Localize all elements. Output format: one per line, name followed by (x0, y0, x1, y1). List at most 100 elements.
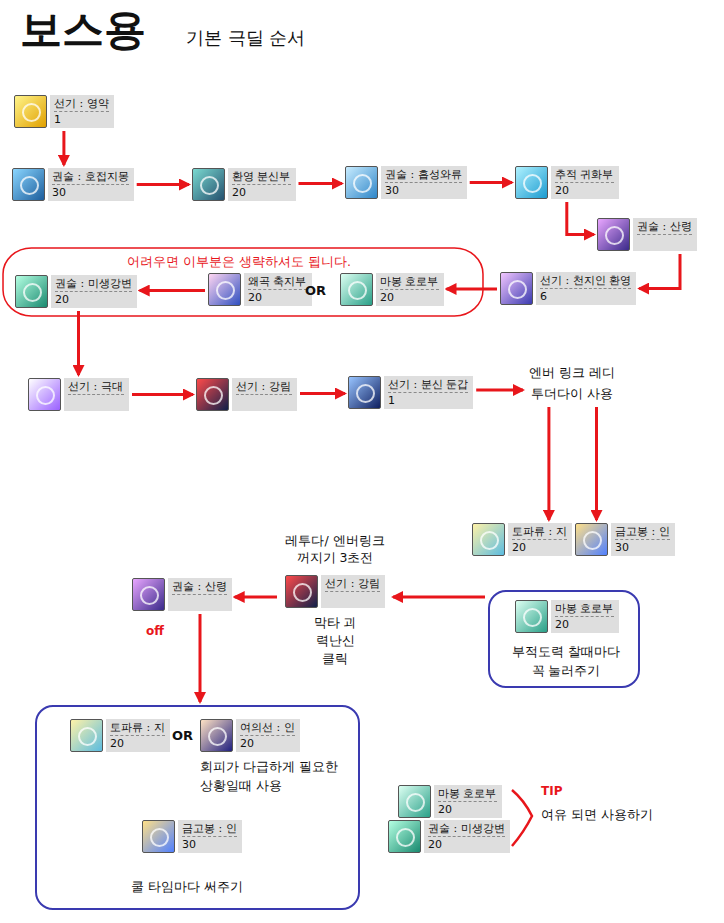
skill-level-row (236, 395, 292, 409)
skill-name: 선기 : 천지인 환영 (540, 274, 631, 287)
skill-name: 마봉 호로부 (380, 275, 439, 288)
flow-arrow (639, 254, 680, 289)
skill-name: 금고봉 : 인 (615, 525, 670, 538)
skill-level: 1 (388, 394, 395, 407)
skill-panel: 여의선 : 인20 (236, 719, 300, 752)
skill-level-row: 1 (388, 393, 468, 407)
skill-level: 30 (52, 186, 66, 199)
skill-icon (515, 166, 548, 199)
skill-level-row: 20 (232, 185, 291, 199)
flow-arrow (470, 181, 512, 184)
icon-glyph (204, 386, 223, 405)
skill-icon (196, 378, 229, 411)
skill-icon (345, 166, 378, 199)
skill-level: 20 (438, 803, 452, 816)
skill-box: 권술 : 호접지몽30 (12, 168, 134, 201)
skill-box: 여의선 : 인20 (200, 719, 300, 752)
skill-panel: 선기 : 분신 둔갑 1 (384, 376, 473, 409)
skill-icon (597, 218, 630, 251)
skill-name-row: 금고봉 : 인 (615, 525, 670, 540)
skill-box: 금고봉 : 인30 (142, 820, 242, 853)
skill-name-row: 권술 : 산령 (172, 580, 227, 595)
skill-level-row: 20 (110, 736, 165, 750)
skill-level-row (637, 235, 692, 249)
icon-glyph (508, 280, 527, 299)
skill-icon (348, 376, 381, 409)
skill-box: 권술 : 산령 (597, 218, 697, 251)
skill-icon (192, 168, 225, 201)
skill-level-row (68, 395, 124, 409)
skill-icon (200, 719, 233, 752)
skill-panel: 추적 귀화부 20 (551, 166, 619, 199)
skill-level-row: 20 (248, 290, 307, 304)
note-group: 부적도력 찰때마다 꼭 눌러주기마봉 호로부20 (488, 590, 640, 688)
skill-panel: 마봉 호로부20 (551, 600, 619, 633)
flow-arrow (137, 183, 189, 186)
skill-panel: 마봉 호로부20 (434, 785, 502, 818)
skill-level: 6 (540, 290, 547, 303)
skill-panel: 마봉 호로부20 (376, 273, 444, 306)
skill-box: 권술 : 미생강변20 (15, 275, 137, 308)
icon-glyph (523, 608, 542, 627)
skill-box: 금고봉 : 인30 (575, 523, 675, 556)
skill-box: 선기 : 극대 (28, 378, 129, 411)
tip-brace (512, 790, 532, 846)
skill-panel: 왜곡 축지부20 (244, 273, 312, 306)
skill-name: 권술 : 산령 (172, 580, 227, 593)
skill-box: 환영 분신부 20 (192, 168, 296, 201)
flow-arrow (199, 614, 202, 702)
icon-glyph (523, 174, 542, 193)
skill-name-row: 환영 분신부 (232, 170, 291, 185)
skill-icon (15, 275, 48, 308)
skill-name: 선기 : 강림 (236, 380, 291, 393)
skill-name-row: 추적 귀화부 (555, 168, 614, 183)
timed-step: 레투다/ 엔버링크 꺼지기 3초전선기 : 강림막타 괴력난신 클릭 (280, 532, 390, 668)
skill-name: 환영 분신부 (232, 170, 291, 183)
icon-glyph (23, 283, 42, 302)
skill-name: 토파류 : 지 (512, 525, 567, 538)
skill-icon (398, 785, 431, 818)
diagram-subtitle: 기본 극딜 순서 (186, 26, 305, 50)
skill-name: 선기 : 강림 (325, 577, 380, 590)
skill-panel: 토파류 : 지20 (508, 523, 572, 556)
step-text: 엔버 링크 레디투더다이 사용 (526, 362, 618, 404)
skill-box: 권술 : 흡성와류30 (345, 166, 467, 199)
skill-box: 마봉 호로부20 (398, 785, 502, 818)
skill-name-row: 권술 : 미생강변 (428, 822, 505, 837)
flow-arrow (547, 407, 550, 520)
skill-level-row: 20 (428, 837, 505, 851)
skill-name: 여의선 : 인 (240, 721, 295, 734)
step-note: 엔버 링크 레디투더다이 사용 (526, 362, 618, 404)
skill-name: 권술 : 미생강변 (428, 822, 505, 835)
skill-name: 선기 : 분신 둔갑 (388, 378, 468, 391)
flow-arrow (77, 311, 80, 375)
skill-level-row: 20 (555, 183, 614, 197)
skill-icon (340, 273, 373, 306)
skill-name: 선기 : 영약 (54, 97, 109, 110)
note-text: 회피가 다급하게 필요한상황일때 사용 (200, 757, 345, 795)
icon-glyph (216, 281, 235, 300)
skill-panel: 권술 : 미생강변20 (51, 275, 137, 308)
annotation: OR (305, 283, 326, 298)
skill-level: 30 (385, 184, 399, 197)
skill-name-row: 마봉 호로부 (380, 275, 439, 290)
icon-glyph (36, 386, 55, 405)
icon-glyph (293, 583, 312, 602)
skill-panel: 권술 : 미생강변 20 (424, 820, 510, 853)
note-text: 어려우면 이부분은 생략하셔도 됩니다. (2, 252, 476, 271)
skill-name-row: 권술 : 미생강변 (55, 277, 132, 292)
icon-glyph (20, 176, 39, 195)
skill-name: 추적 귀화부 (555, 168, 614, 181)
skill-box: 마봉 호로부20 (340, 273, 444, 306)
icon-glyph (480, 531, 499, 550)
skill-name-row: 선기 : 분신 둔갑 (388, 378, 468, 393)
icon-glyph (356, 384, 375, 403)
skill-icon (208, 273, 241, 306)
skill-panel: 권술 : 흡성와류30 (381, 166, 467, 199)
flow-arrow (299, 182, 343, 185)
skill-name-row: 여의선 : 인 (240, 721, 295, 736)
skill-icon (575, 523, 608, 556)
skill-icon (132, 578, 165, 611)
skill-box: 토파류 : 지20 (70, 719, 170, 752)
